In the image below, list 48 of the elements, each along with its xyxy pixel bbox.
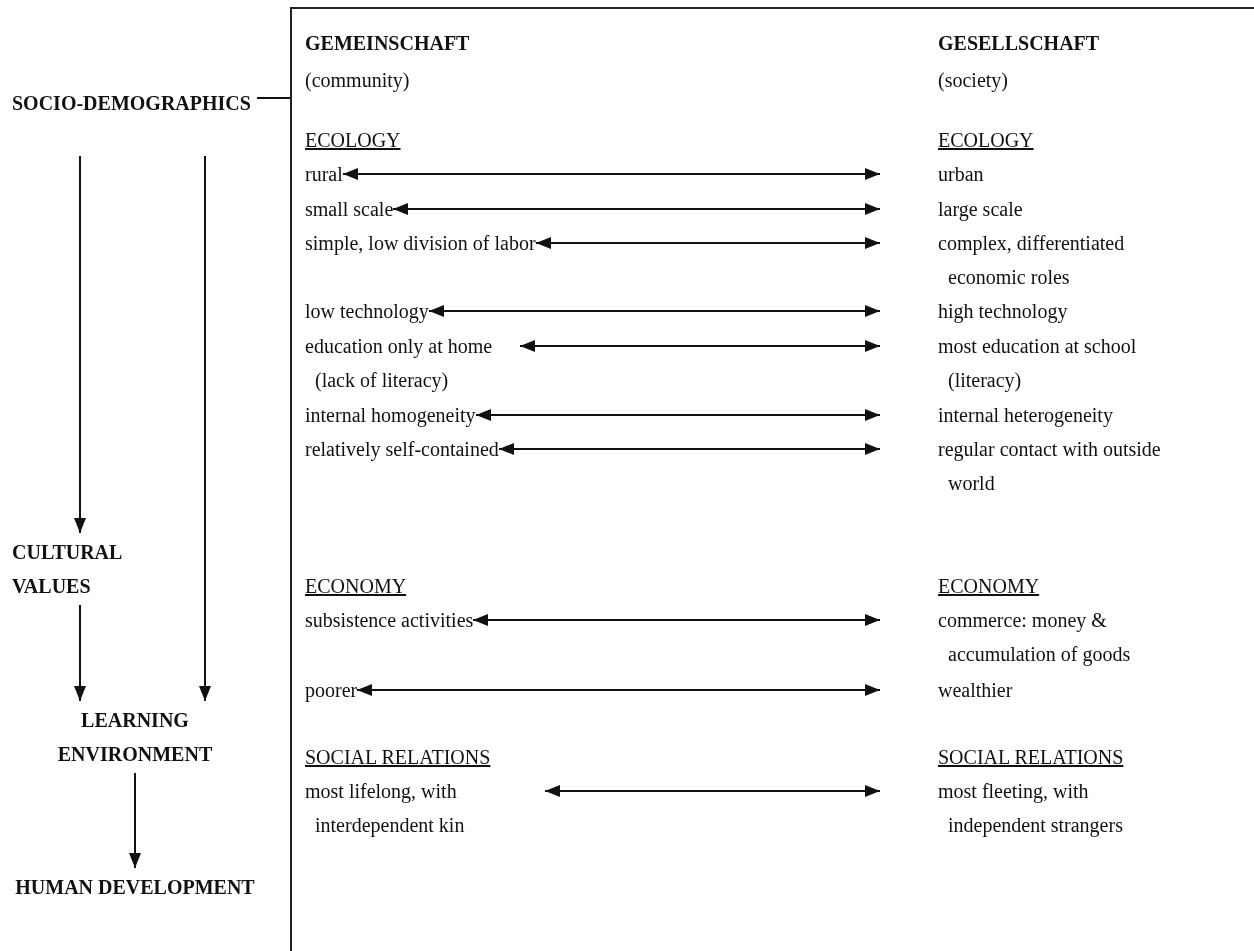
trait-text: large scale — [880, 192, 1250, 226]
trait-text: most lifelong, with interdependent kin — [295, 774, 545, 842]
stage-label: LEARNING ENVIRONMENT — [10, 703, 260, 771]
trait-text: rural — [295, 157, 343, 191]
arrow — [74, 604, 86, 702]
column-heading: GESELLSCHAFT — [938, 31, 1100, 56]
trait-text: simple, low division of labor — [295, 226, 536, 260]
trait-text: small scale — [295, 192, 394, 226]
double-arrow — [535, 237, 881, 249]
trait-text: education only at home (lack of literacy) — [295, 329, 520, 397]
trait-text: most fleeting, with independent strangers — [880, 774, 1250, 842]
section-heading: ECOLOGY — [938, 128, 1034, 153]
section-heading: SOCIAL RELATIONS — [938, 745, 1124, 770]
arrow — [199, 155, 211, 702]
trait-text: wealthier — [880, 673, 1250, 707]
trait-text: subsistence activities — [295, 603, 474, 637]
arrow — [74, 155, 86, 534]
trait-text: internal heterogeneity — [880, 398, 1250, 432]
column-subheading: (society) — [938, 68, 1008, 94]
section-heading: ECOLOGY — [305, 128, 401, 153]
double-arrow — [498, 443, 881, 455]
trait-text: relatively self-contained — [295, 432, 499, 466]
double-arrow — [475, 409, 881, 421]
double-arrow — [356, 684, 881, 696]
trait-text: high technology — [880, 294, 1250, 328]
comparison-panel — [290, 7, 1254, 951]
section-heading: ECONOMY — [305, 574, 407, 599]
double-arrow — [428, 305, 881, 317]
column-subheading: (community) — [305, 68, 410, 94]
trait-text: poorer — [295, 673, 358, 707]
double-arrow — [342, 168, 881, 180]
trait-text: low technology — [295, 294, 429, 328]
trait-text: regular contact with outside world — [880, 432, 1250, 500]
column-heading: GEMEINSCHAFT — [305, 31, 470, 56]
stage-label: HUMAN DEVELOPMENT — [10, 870, 260, 904]
stage-label: SOCIO-DEMOGRAPHICS — [12, 86, 257, 120]
arrow — [129, 772, 141, 869]
double-arrow — [392, 203, 881, 215]
trait-text: urban — [880, 157, 1250, 191]
connector-line — [256, 97, 291, 99]
double-arrow — [544, 785, 881, 797]
trait-text: most education at school (literacy) — [880, 329, 1250, 397]
double-arrow — [519, 340, 881, 352]
section-heading: SOCIAL RELATIONS — [305, 745, 491, 770]
section-heading: ECONOMY — [938, 574, 1040, 599]
stage-label: CULTURAL VALUES — [12, 535, 202, 603]
trait-text: internal homogeneity — [295, 398, 476, 432]
double-arrow — [472, 614, 881, 626]
